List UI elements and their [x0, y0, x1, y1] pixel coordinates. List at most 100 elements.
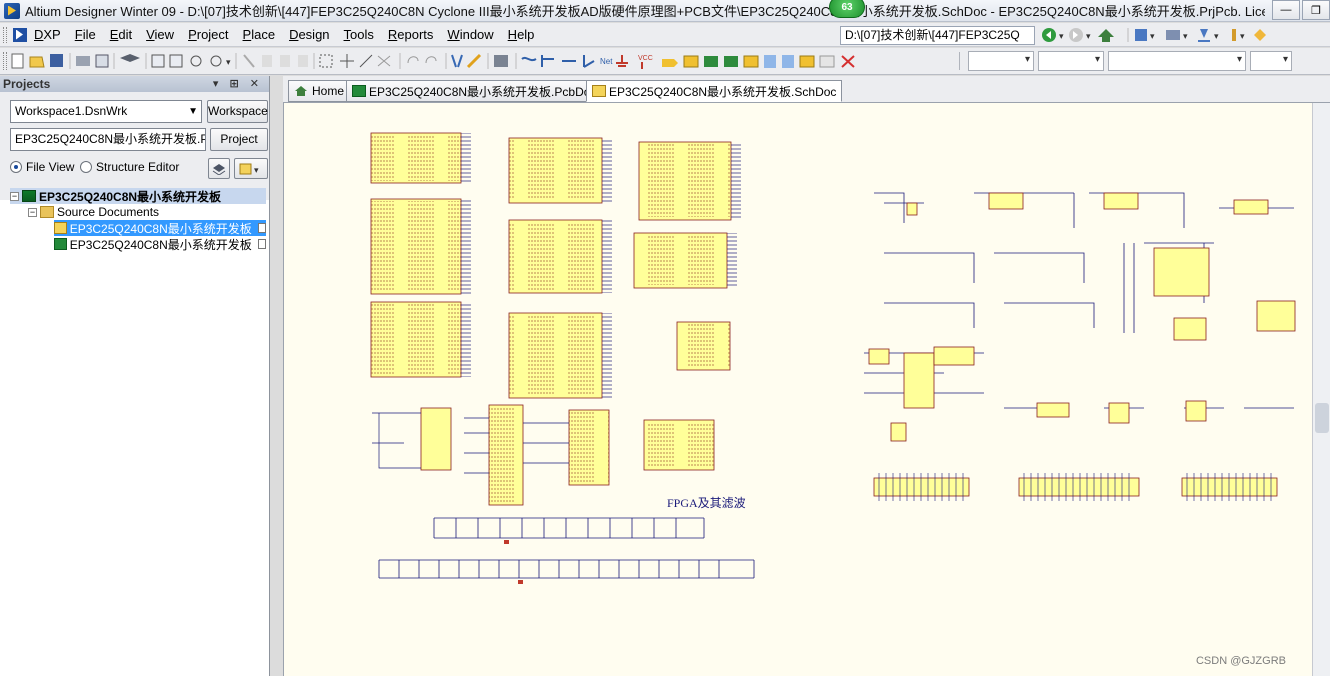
menu-dxp[interactable]: DXP — [34, 26, 61, 42]
notification-badge[interactable]: 63 — [829, 0, 865, 18]
peripheral-components — [868, 192, 1296, 442]
menu-project[interactable]: Project — [188, 26, 229, 42]
toolbar-grip[interactable] — [3, 52, 7, 70]
menu-window[interactable]: Window — [447, 26, 494, 42]
ground-markers — [504, 540, 523, 584]
svg-text:▾: ▾ — [226, 57, 231, 67]
tab-home-label: Home — [312, 84, 345, 98]
svg-text:▾: ▾ — [1240, 31, 1245, 41]
svg-text:VCC: VCC — [638, 55, 653, 62]
toolbar-combo-1[interactable] — [968, 51, 1034, 71]
workspace-select[interactable]: Workspace1.DsnWrk ▼ — [10, 100, 202, 123]
menu-place[interactable]: Place — [242, 26, 276, 42]
pcbdoc-name: EP3C25Q240C8N最小系统开发板 — [69, 237, 252, 252]
tree-item-project[interactable]: − EP3C25Q240C8N最小系统开发板 — [10, 188, 266, 204]
file-view-label: File View — [26, 160, 75, 174]
toolbar-combo-2[interactable] — [1038, 51, 1104, 71]
collapse-icon[interactable]: − — [10, 190, 19, 201]
document-status-icon — [257, 223, 266, 233]
svg-text:▾: ▾ — [1214, 31, 1219, 41]
window-title: Altium Designer Winter 09 - D:\[07]技术创新\… — [25, 4, 1265, 19]
svg-text:▾: ▾ — [1183, 31, 1188, 41]
project-field[interactable]: EP3C25Q240C8N最小系统开发板.PrjPcb — [10, 128, 206, 151]
project-button[interactable]: Project — [210, 128, 268, 151]
panel-title: Projects — [3, 77, 51, 91]
panel-options-button[interactable] — [208, 158, 230, 179]
menu-view[interactable]: View — [146, 26, 175, 42]
structure-editor-radio[interactable]: Structure Editor — [80, 160, 179, 174]
minimize-button[interactable]: — — [1272, 0, 1300, 20]
menu-help[interactable]: Help — [507, 26, 535, 42]
document-status-icon — [257, 239, 266, 249]
panel-document-button[interactable]: ▾ — [234, 158, 268, 179]
scrollbar-thumb[interactable] — [1315, 403, 1329, 433]
window-controls: — ❐ — [1270, 0, 1330, 20]
menu-file[interactable]: File — [74, 26, 96, 42]
tree-item-schdoc[interactable]: EP3C25Q240C8N最小系统开发板 — [54, 220, 266, 236]
svg-text:▾: ▾ — [1059, 31, 1064, 41]
toolbar-icons[interactable]: ▾ Net VCC — [10, 51, 955, 71]
chevron-down-icon: ▼ — [188, 106, 198, 117]
svg-text:▾: ▾ — [1086, 31, 1091, 41]
fpga-bank-symbols — [370, 132, 741, 399]
folder-name: Source Documents — [57, 205, 160, 219]
document-tab-bar: Home EP3C25Q240C8N最小系统开发板.PcbDoc EP3C25Q… — [283, 76, 1330, 103]
collapse-icon[interactable]: − — [28, 206, 37, 217]
schematic-drawing[interactable]: FPGA及其滤波 — [284, 103, 1330, 676]
menu-grip[interactable] — [3, 26, 7, 43]
tab-schdoc[interactable]: EP3C25Q240C8N最小系统开发板.SchDoc — [586, 80, 843, 102]
altium-logo-icon — [4, 2, 20, 19]
schematic-document-icon — [54, 222, 67, 234]
header-pins — [878, 473, 1272, 501]
tab-pcbdoc-label: EP3C25Q240C8N最小系统开发板.PcbDoc — [369, 84, 597, 99]
title-bar: Altium Designer Winter 09 - D:\[07]技术创新\… — [0, 0, 1330, 22]
schematic-document-icon — [592, 85, 606, 97]
tab-schdoc-label: EP3C25Q240C8N最小系统开发板.SchDoc — [609, 84, 837, 99]
document-path-field[interactable]: D:\[07]技术创新\[447]FEP3C25Q — [840, 26, 1035, 45]
vertical-scrollbar[interactable] — [1312, 103, 1330, 676]
file-view-radio[interactable]: File View — [10, 160, 74, 174]
structure-editor-label: Structure Editor — [96, 160, 180, 174]
tab-pcbdoc[interactable]: EP3C25Q240C8N最小系统开发板.PcbDoc — [346, 80, 603, 102]
project-tree: − EP3C25Q240C8N最小系统开发板 − Source Document… — [10, 186, 266, 676]
svg-text:Net: Net — [600, 57, 613, 66]
schematic-canvas[interactable]: FPGA及其滤波 — [283, 103, 1330, 676]
pcb-project-icon — [22, 190, 36, 202]
wire-group-left — [372, 412, 569, 474]
schdoc-name: EP3C25Q240C8N最小系统开发板 — [69, 221, 252, 236]
pcb-document-icon — [352, 85, 366, 97]
menu-reports[interactable]: Reports — [387, 26, 434, 42]
menu-design[interactable]: Design — [289, 26, 330, 42]
stack-icon — [212, 163, 226, 175]
projects-panel: Projects ▾ ⊞ ✕ Workspace1.DsnWrk ▼ Works… — [0, 76, 270, 676]
workspace-button[interactable]: Workspace — [207, 100, 268, 123]
workspace-select-value: Workspace1.DsnWrk — [15, 104, 128, 118]
navigation-toolbar: ▾ ▾ ▾ ▾ ▾ ▾ — [1040, 26, 1270, 44]
watermark-text: CSDN @GJZGRB — [1195, 655, 1286, 667]
menu-tools[interactable]: Tools — [343, 26, 374, 42]
restore-button[interactable]: ❐ — [1302, 0, 1330, 20]
schematic-caption: FPGA及其滤波 — [667, 496, 746, 510]
panel-header-controls[interactable]: ▾ ⊞ ✕ — [212, 78, 263, 90]
toolbar-separator — [959, 52, 960, 70]
project-name: EP3C25Q240C8N最小系统开发板 — [39, 189, 222, 204]
toolbar-combo-4[interactable] — [1250, 51, 1292, 71]
menu-edit[interactable]: Edit — [109, 26, 133, 42]
filter-capacitor-rows — [378, 517, 755, 579]
dxp-icon — [13, 27, 27, 42]
document-dropdown-icon: ▾ — [239, 163, 259, 175]
tree-item-pcbdoc[interactable]: EP3C25Q240C8N最小系统开发板 — [54, 236, 266, 252]
pcb-document-icon — [54, 238, 67, 250]
tree-item-source-documents[interactable]: − Source Documents — [28, 204, 159, 220]
svg-text:▾: ▾ — [1150, 31, 1155, 41]
pin-headers — [873, 477, 1278, 497]
radio-icon — [80, 161, 92, 173]
panel-header: Projects ▾ ⊞ ✕ — [0, 76, 269, 92]
svg-text:▾: ▾ — [254, 165, 259, 175]
toolbar-combo-3[interactable] — [1108, 51, 1246, 71]
radio-selected-icon — [10, 161, 22, 173]
navigation-icons[interactable]: ▾ ▾ ▾ ▾ ▾ ▾ — [1040, 26, 1270, 44]
tab-home[interactable]: Home — [288, 80, 351, 102]
power-symbols — [420, 404, 715, 506]
panel-controls: Workspace1.DsnWrk ▼ Workspace EP3C25Q240… — [0, 92, 269, 200]
